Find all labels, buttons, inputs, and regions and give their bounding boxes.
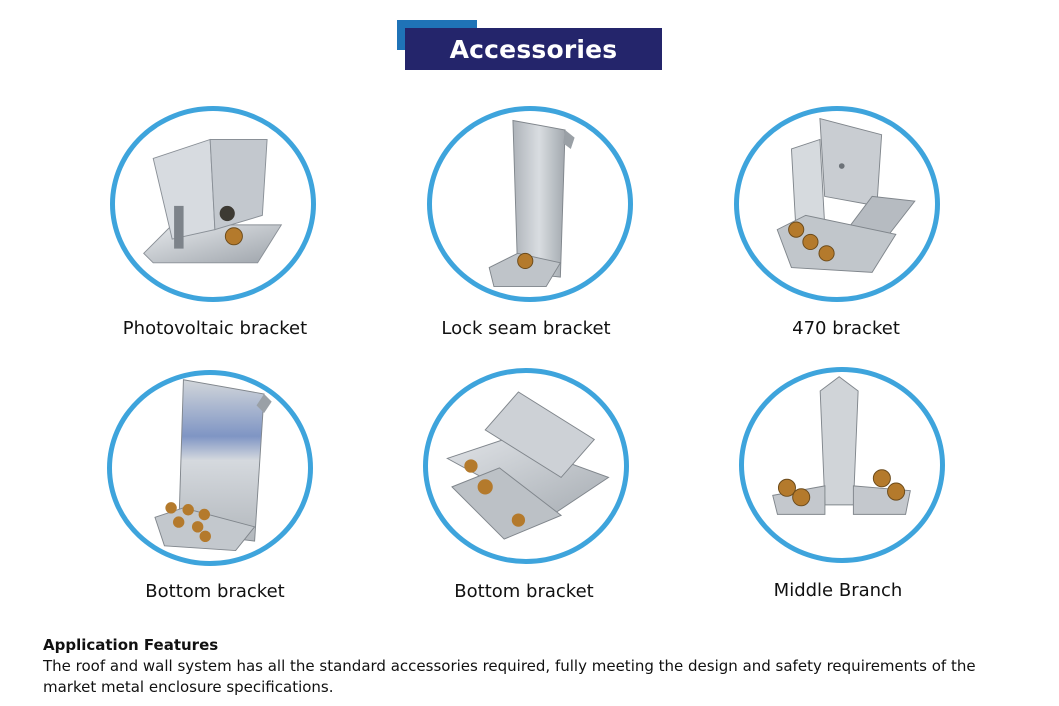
features-title: Application Features [43, 636, 219, 654]
page-title: Accessories [405, 28, 662, 70]
accessory-image-lock-seam-bracket [427, 106, 633, 302]
accessory-image-bottom-bracket [107, 370, 313, 566]
page-header: Accessories [397, 20, 663, 72]
bottom-bracket-icon [154, 379, 272, 552]
features-description: The roof and wall system has all the sta… [43, 657, 976, 696]
accessory-image-470-bracket [734, 106, 940, 302]
accessory-image-bottom-bracket-corrugated [423, 368, 629, 564]
photovoltaic-bracket-icon [143, 138, 283, 264]
lock-seam-bracket-icon [488, 119, 575, 288]
bottom-bracket-corrugated-icon [446, 391, 610, 540]
middle-branch-icon [772, 376, 911, 515]
accessory-label-photovoltaic-bracket: Photovoltaic bracket [122, 318, 308, 339]
accessory-label-470-bracket: 470 bracket [792, 318, 900, 339]
accessory-label-middle-branch: Middle Branch [773, 580, 903, 601]
accessory-label-lock-seam-bracket: Lock seam bracket [441, 318, 611, 339]
accessory-label-bottom-bracket: Bottom bracket [145, 581, 285, 602]
470-bracket-icon [776, 117, 916, 273]
accessory-image-middle-branch [739, 367, 945, 563]
accessory-image-photovoltaic-bracket [110, 106, 316, 302]
application-features: Application Features The roof and wall s… [43, 635, 1023, 698]
accessory-label-bottom-bracket-corrugated: Bottom bracket [454, 581, 594, 602]
